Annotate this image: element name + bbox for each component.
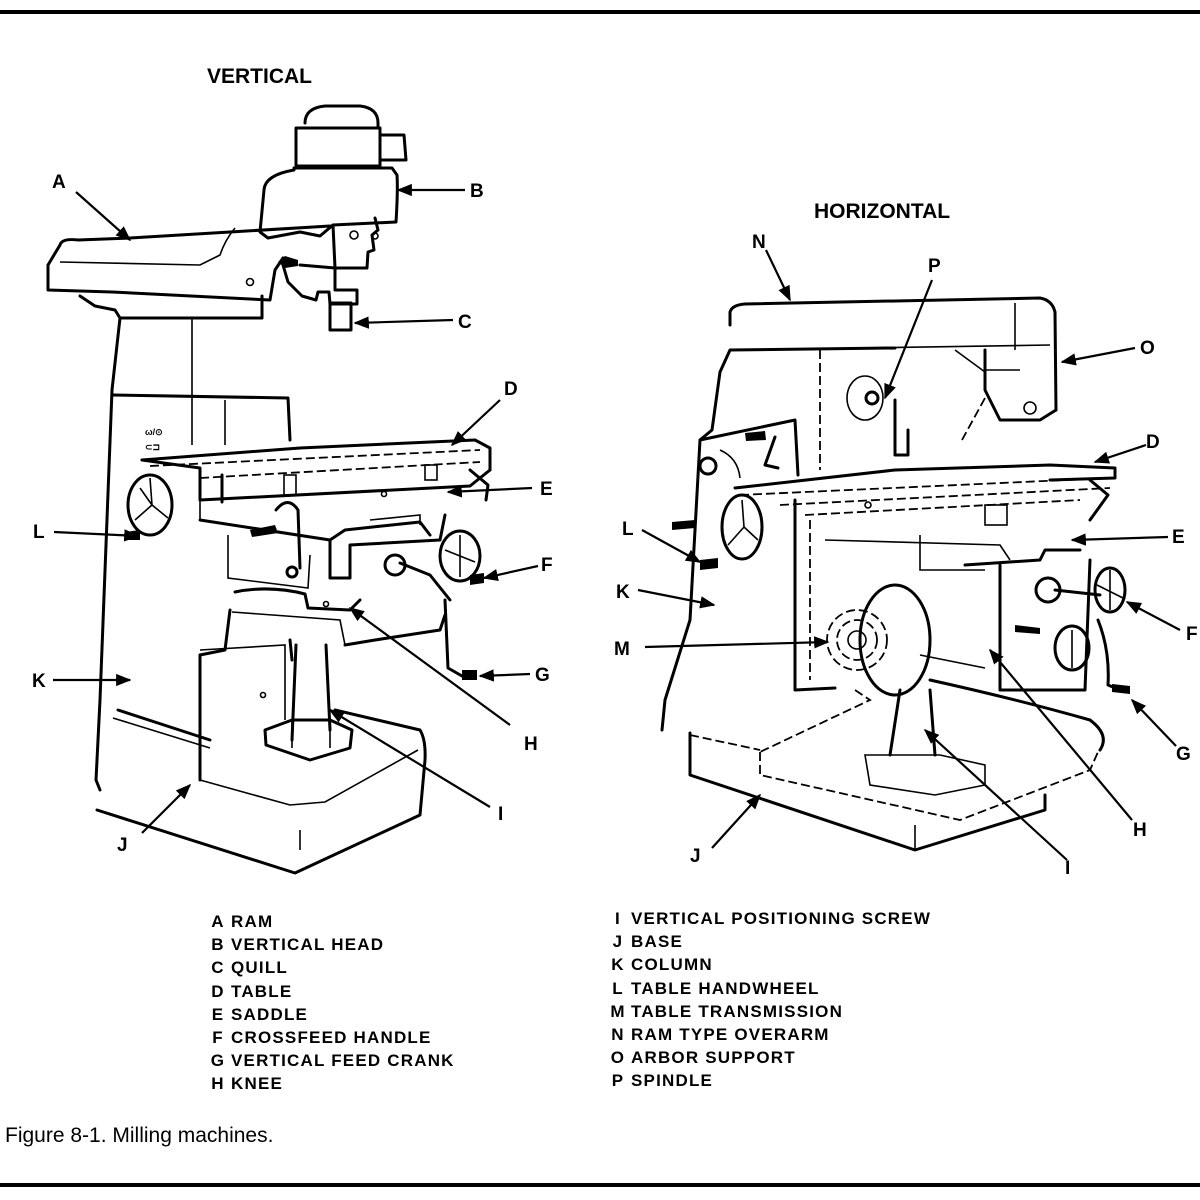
legend-key: L [612, 978, 624, 998]
legend-label: SPINDLE [631, 1071, 714, 1091]
legend-item: L TABLE HANDWHEEL [605, 977, 931, 1000]
legend-label: VERTICAL FEED CRANK [231, 1051, 455, 1071]
callout-l: L [33, 522, 45, 543]
legend-key: H [211, 1074, 225, 1094]
legend-label: QUILL [231, 958, 288, 978]
legend-label: RAM [231, 912, 274, 931]
legend-item: C QUILL [205, 956, 455, 979]
vertical-column: ω/⊙ ⊂⊐ [94, 294, 292, 792]
vertical-title: VERTICAL [207, 65, 312, 88]
callout-b: B [470, 181, 484, 202]
vertical-ram [46, 224, 332, 320]
callout-n: N [752, 232, 766, 253]
legend-label: RAM TYPE OVERARM [631, 1025, 830, 1045]
callout-e-horizontal: E [1172, 527, 1185, 548]
legend-key: K [611, 955, 625, 975]
legend-item: P SPINDLE [605, 1069, 931, 1092]
legend-item: I VERTICAL POSITIONING SCREW [605, 907, 931, 930]
vertical-base [95, 638, 427, 875]
bottom-border-rule [0, 1183, 1200, 1187]
callout-k: K [32, 671, 46, 692]
legend-label: TABLE HANDWHEEL [631, 978, 820, 998]
svg-text:⊂⊐: ⊂⊐ [145, 442, 160, 452]
svg-text:ω/⊙: ω/⊙ [145, 427, 163, 437]
top-border-rule [0, 10, 1200, 14]
legend-label: CROSSFEED HANDLE [231, 1028, 432, 1048]
legend-label: KNEE [231, 1074, 284, 1094]
vertical-machine-drawing: VERTICAL [32, 65, 553, 875]
legend-key: M [610, 1001, 626, 1021]
horizontal-machine-drawing: HORIZONTAL [614, 200, 1198, 879]
legend-label: BASE [631, 932, 684, 952]
callout-h-horizontal: H [1133, 820, 1147, 841]
horizontal-callouts [637, 249, 1181, 861]
horizontal-table-handwheel [672, 493, 764, 570]
callout-i-horizontal: I [1065, 858, 1070, 879]
legend-key: G [210, 1051, 226, 1071]
figure-caption: Figure 8-1. Milling machines. [5, 1124, 274, 1147]
legend-label: COLUMN [631, 955, 713, 975]
legend-item: F CROSSFEED HANDLE [205, 1026, 455, 1049]
horizontal-table [733, 463, 1117, 526]
legend-key: E [211, 1004, 225, 1024]
vertical-callouts [53, 183, 539, 834]
legend-item: K COLUMN [605, 953, 931, 976]
callout-k-horizontal: K [616, 582, 630, 603]
callout-g: G [535, 665, 550, 686]
legend-label: VERTICAL HEAD [231, 935, 385, 955]
callout-p: P [928, 256, 941, 277]
legend-item: N RAM TYPE OVERARM [605, 1023, 931, 1046]
horizontal-column [660, 346, 910, 732]
legend-key: C [211, 958, 225, 978]
legend-item: D TABLE [205, 980, 455, 1003]
legend-label: ARBOR SUPPORT [631, 1048, 796, 1068]
callout-o: O [1140, 338, 1155, 359]
vertical-knee [198, 501, 484, 680]
callout-f-horizontal: F [1186, 624, 1198, 645]
legend-label: TABLE TRANSMISSION [631, 1001, 844, 1021]
callout-m: M [614, 639, 630, 660]
callout-c: C [458, 312, 472, 333]
vertical-head [258, 104, 408, 332]
callout-d: D [504, 379, 518, 400]
callout-a: A [52, 172, 66, 193]
legend-key: D [211, 981, 225, 1001]
callout-f: F [541, 555, 553, 576]
legend-key: A [211, 912, 225, 931]
legend-item: E SADDLE [205, 1003, 455, 1026]
legend-left: A RAM B VERTICAL HEAD C QUILL D TABLE E SADDL… [205, 910, 455, 1096]
callout-d-horizontal: D [1146, 432, 1160, 453]
callout-e: E [540, 479, 553, 500]
legend-item: H KNEE [205, 1072, 455, 1095]
legend-key: O [610, 1048, 626, 1068]
vertical-table [140, 438, 492, 520]
vertical-table-handwheel [125, 473, 174, 540]
callout-l-horizontal: L [622, 519, 634, 540]
callout-i: I [498, 804, 503, 825]
legend-right: I VERTICAL POSITIONING SCREW J BASE K COLUM… [605, 907, 931, 1093]
callout-h: H [524, 734, 538, 755]
callout-g-horizontal: G [1176, 744, 1191, 765]
callout-j: J [117, 835, 128, 856]
legend-key: J [612, 932, 624, 952]
horizontal-title: HORIZONTAL [814, 200, 950, 223]
legend-label: SADDLE [231, 1004, 309, 1024]
legend-item: J BASE [605, 930, 931, 953]
callout-j-horizontal: J [690, 846, 701, 867]
legend-item: B VERTICAL HEAD [205, 933, 455, 956]
legend-key: N [611, 1025, 625, 1045]
legend-label: VERTICAL POSITIONING SCREW [631, 909, 932, 928]
legend-key: I [615, 909, 621, 928]
legend-label: TABLE [231, 981, 293, 1001]
horizontal-base [688, 688, 1099, 852]
legend-key: F [212, 1028, 224, 1048]
legend-key: P [611, 1071, 625, 1091]
legend-key: B [211, 935, 225, 955]
horizontal-overarm [728, 296, 1058, 441]
legend-item: A RAM [205, 910, 455, 933]
